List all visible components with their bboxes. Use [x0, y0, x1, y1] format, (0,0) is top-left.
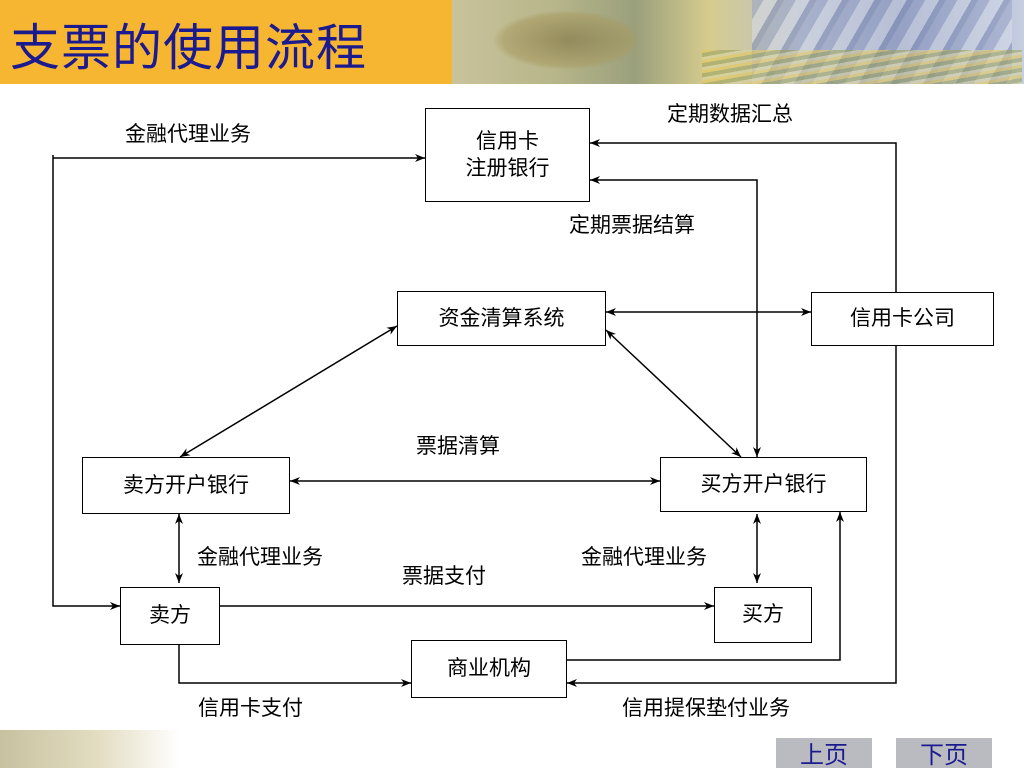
flow-diagram: 信用卡 注册银行 资金清算系统 信用卡公司 卖方开户银行 买方开户银行 卖方 买… [0, 84, 1024, 730]
prev-page-button[interactable]: 上页 [776, 738, 872, 768]
label-card-payment: 信用卡支付 [198, 696, 303, 720]
node-seller-bank-label: 卖方开户银行 [123, 472, 249, 497]
arrow-buyerbank-cardbank [590, 176, 761, 457]
label-bill-clearing: 票据清算 [416, 434, 500, 458]
label-periodic-summary: 定期数据汇总 [667, 102, 793, 126]
node-buyer-label: 买方 [742, 602, 784, 627]
arrow-cardcompany-merchant [567, 346, 897, 687]
label-periodic-settlement: 定期票据结算 [569, 213, 695, 237]
node-merchant-label: 商业机构 [447, 656, 531, 681]
label-credit-advance: 信用提保垫付业务 [622, 696, 790, 720]
decorative-corner [0, 730, 180, 768]
banner-texture [702, 50, 1022, 84]
node-clearing-system: 资金清算系统 [397, 291, 606, 346]
arrow-merchant-buyerbank [567, 512, 844, 661]
node-buyer-bank-label: 买方开户银行 [700, 471, 827, 496]
node-card-company-label: 信用卡公司 [850, 306, 955, 331]
node-merchant: 商业机构 [411, 640, 567, 698]
slide-title: 支票的使用流程 [10, 19, 367, 77]
node-seller-label: 卖方 [149, 603, 191, 628]
node-clearing-system-label: 资金清算系统 [438, 305, 565, 330]
title-bar: 支票的使用流程 [0, 0, 452, 84]
banner-texture [492, 10, 642, 70]
arrow-cardcompany-cardbank [590, 139, 897, 292]
arrow-clearing-buyerbank [605, 329, 742, 458]
decorative-banner [452, 0, 1024, 84]
node-card-bank-label: 信用卡 注册银行 [465, 128, 550, 180]
node-card-company: 信用卡公司 [811, 292, 994, 346]
label-financial-agency-left: 金融代理业务 [197, 545, 323, 569]
node-seller-bank: 卖方开户银行 [82, 457, 290, 514]
node-card-bank: 信用卡 注册银行 [425, 108, 590, 202]
label-financial-agency-top: 金融代理业务 [125, 122, 251, 146]
connector-lines [52, 139, 897, 687]
label-bill-payment: 票据支付 [402, 564, 486, 588]
arrow-clearing-sellerbank [179, 325, 398, 458]
label-financial-agency-right: 金融代理业务 [581, 545, 707, 569]
arrow-seller-cardbank [52, 155, 120, 610]
node-seller: 卖方 [120, 587, 220, 645]
next-page-button[interactable]: 下页 [896, 738, 992, 768]
node-buyer-bank: 买方开户银行 [660, 457, 867, 512]
arrow-seller-merchant [178, 645, 411, 687]
node-buyer: 买方 [714, 587, 812, 643]
